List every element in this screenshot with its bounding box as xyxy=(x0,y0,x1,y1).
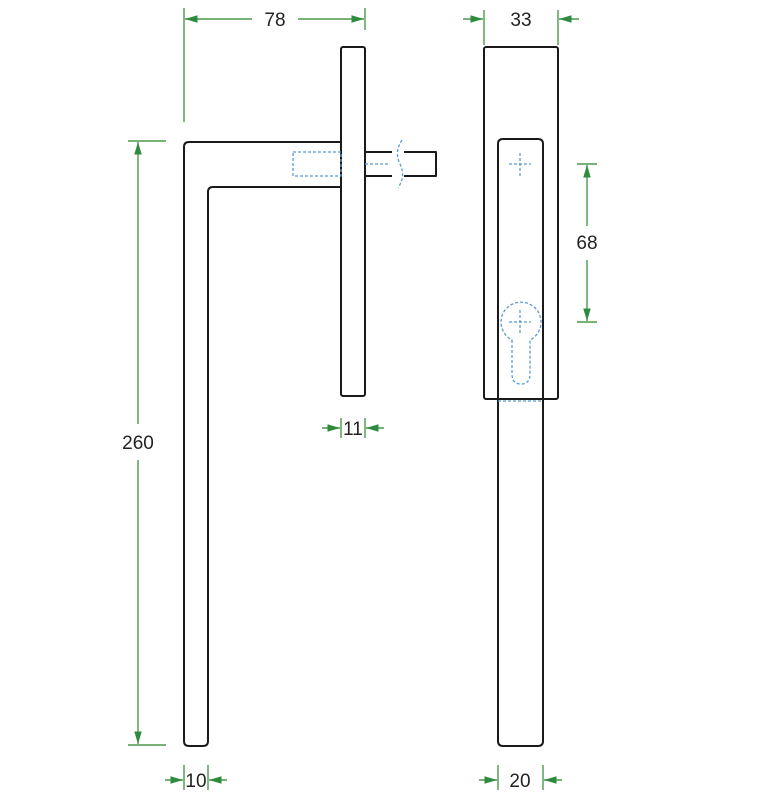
dimension-33-label: 33 xyxy=(510,10,531,31)
rose-plate-side xyxy=(340,46,366,397)
fixing-screw-top xyxy=(509,153,531,176)
dimension-78-label: 78 xyxy=(264,10,285,31)
rose-plate-front xyxy=(483,46,559,400)
dimension-260: 260 xyxy=(122,140,166,746)
side-view xyxy=(183,46,437,747)
euro-cylinder-hidden xyxy=(500,301,542,385)
lever-front-outline xyxy=(497,138,544,747)
lever-outline xyxy=(183,141,341,747)
dimension-20-label: 20 xyxy=(509,771,530,792)
dimension-78: 78 xyxy=(183,8,366,122)
break-symbol xyxy=(396,139,404,189)
front-view xyxy=(483,46,559,747)
dimension-10: 10 xyxy=(165,765,227,792)
dimension-68: 68 xyxy=(576,163,598,323)
dimension-11-label: 11 xyxy=(343,419,363,440)
dimension-11: 11 xyxy=(322,418,384,440)
spindle-outline xyxy=(365,151,437,177)
dimension-260-label: 260 xyxy=(122,433,154,454)
dimension-33: 33 xyxy=(463,10,579,45)
dimension-68-label: 68 xyxy=(576,233,597,254)
dimension-20: 20 xyxy=(479,765,562,792)
fixing-screw-bottom xyxy=(509,310,531,334)
dimension-10-label: 10 xyxy=(185,771,206,792)
spindle-socket-hidden xyxy=(292,151,342,177)
